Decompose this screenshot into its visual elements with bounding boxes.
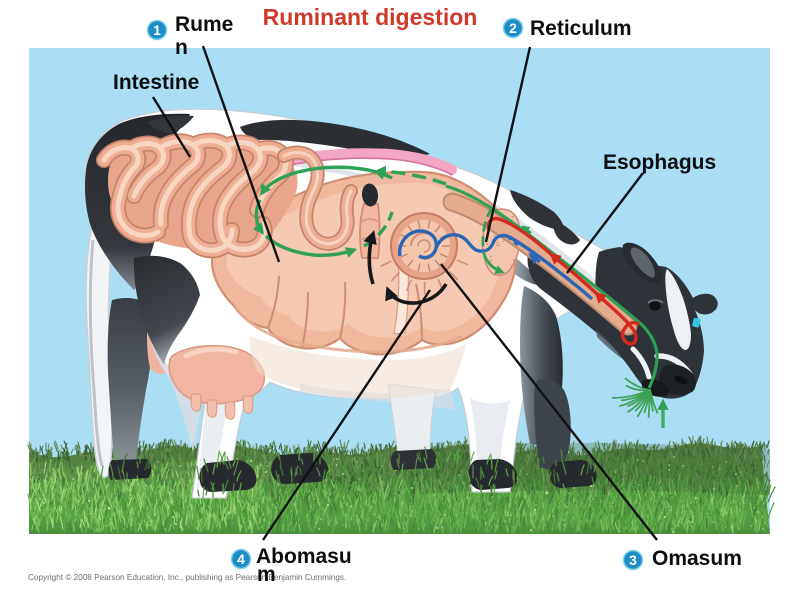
svg-text:Copyright © 2008 Pearson Educa: Copyright © 2008 Pearson Education, Inc.… [28, 573, 346, 582]
svg-text:3: 3 [629, 552, 637, 568]
svg-text:Ruminant digestion: Ruminant digestion [263, 4, 478, 30]
svg-text:n: n [175, 36, 188, 59]
svg-text:Esophagus: Esophagus [603, 151, 716, 174]
svg-text:Rume: Rume [175, 13, 233, 36]
svg-text:2: 2 [509, 20, 517, 36]
svg-text:Reticulum: Reticulum [530, 17, 632, 40]
svg-text:m: m [257, 563, 276, 586]
svg-text:Omasum: Omasum [652, 547, 742, 570]
svg-text:Intestine: Intestine [113, 71, 199, 94]
svg-text:4: 4 [237, 551, 245, 567]
svg-text:1: 1 [153, 22, 161, 38]
svg-text:Abomasu: Abomasu [256, 545, 352, 568]
